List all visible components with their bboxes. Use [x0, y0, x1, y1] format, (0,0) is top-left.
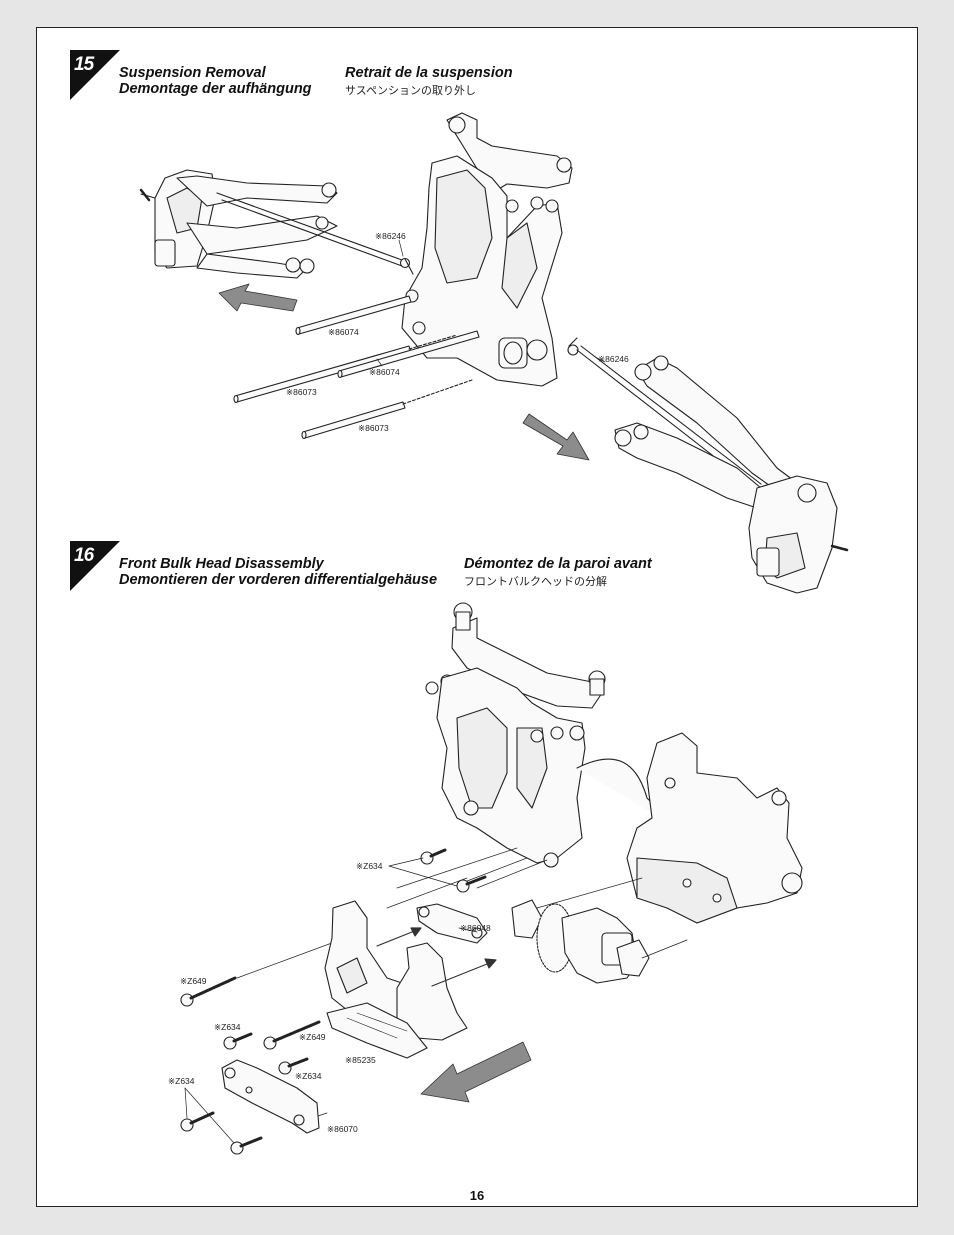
step-16-title-en: Front Bulk Head Disassembly: [119, 556, 324, 572]
gearbox-case: [626, 732, 803, 924]
step-15-title-en: Suspension Removal: [119, 65, 266, 81]
right-suspension-assembly: [567, 337, 849, 594]
exploded-view-diagram: [139, 112, 849, 1155]
step-16-badge: 16: [70, 541, 120, 591]
step-16-number: 16: [74, 545, 94, 566]
screw-z649: [180, 976, 237, 1007]
step-16-title-fr: Démontez de la paroi avant: [464, 556, 652, 572]
screw-z634: [230, 1136, 263, 1155]
step-15-badge: 15: [70, 50, 120, 100]
front-bulkhead-16: [436, 667, 678, 868]
part-label-z634-mid: ※Z634: [214, 1022, 241, 1032]
screws: [180, 848, 487, 1155]
screw-z649: [263, 1020, 321, 1050]
lower-arm-mount: [324, 900, 468, 1059]
front-brace-86048: [416, 903, 488, 944]
step-16-title-jp: フロントバルクヘッドの分解: [464, 575, 607, 588]
part-label-z634-upper: ※Z634: [356, 861, 383, 871]
part-label-86048: ※86048: [460, 923, 491, 933]
differential-gear: [511, 899, 650, 984]
part-label-z649-mid: ※Z649: [299, 1032, 326, 1042]
step-15-title-jp: サスペンションの取り外し: [345, 84, 477, 97]
front-bulkhead-assembly-15: [401, 112, 573, 387]
part-label-86070: ※86070: [327, 1124, 358, 1134]
leader-lines-16: [184, 857, 478, 1144]
step-16-title-de: Demontieren der vorderen differentialgeh…: [119, 572, 438, 588]
step-15-number: 15: [74, 54, 94, 75]
screw-z634: [420, 848, 447, 865]
part-label-86073-lower: ※86073: [358, 423, 389, 433]
screw-z634: [180, 1111, 215, 1132]
part-label-85235: ※85235: [345, 1055, 376, 1065]
part-label-86074-upper: ※86074: [328, 327, 359, 337]
step-badge-triangle-icon: [70, 541, 120, 591]
part-label-86246-right: ※86246: [598, 354, 629, 364]
page-number: 16: [469, 1188, 485, 1203]
removal-arrow-left: [218, 283, 298, 312]
part-label-z634-bottom: ※Z634: [168, 1076, 195, 1086]
step-badge-triangle-icon: [70, 50, 120, 100]
removal-arrow-right: [522, 413, 590, 461]
bottom-plate-86070: [221, 1059, 320, 1134]
part-label-86073-upper: ※86073: [286, 387, 317, 397]
screw-z634: [278, 1057, 309, 1075]
screw-z634: [223, 1032, 253, 1050]
hinge-pins-15: [233, 295, 480, 440]
left-suspension-assembly: [139, 169, 414, 279]
leader-lines-15: [376, 239, 606, 367]
part-label-86246-left: ※86246: [375, 231, 406, 241]
part-label-86074-lower: ※86074: [369, 367, 400, 377]
direction-arrows-16: [376, 927, 497, 987]
part-label-z649-left: ※Z649: [180, 976, 207, 986]
step-15-title-de: Demontage der aufhängung: [119, 81, 312, 97]
manual-page: 15 Suspension Removal Demontage der aufh…: [36, 27, 918, 1207]
step-15-title-fr: Retrait de la suspension: [345, 65, 513, 81]
disassembly-arrow: [420, 1041, 532, 1103]
part-label-z634-lower: ※Z634: [295, 1071, 322, 1081]
